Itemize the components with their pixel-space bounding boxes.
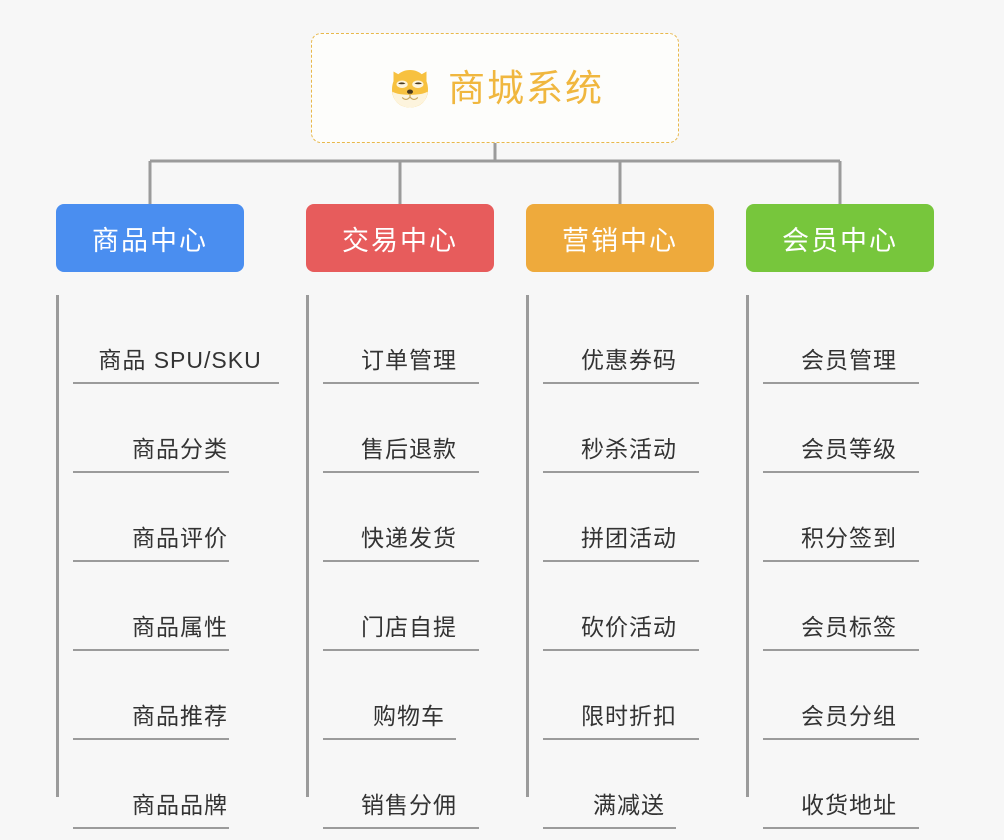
item-label: 销售分佣 [361,792,457,818]
list-item[interactable]: 会员等级 [763,384,934,473]
item-label: 购物车 [373,703,445,729]
list-item[interactable]: 快递发货 [323,473,494,562]
item-label: 限时折扣 [581,703,677,729]
branch-trade-center: 交易中心 订单管理 售后退款 快递发货 门店自提 购物车 [306,204,494,829]
branch-header-3[interactable]: 会员中心 [746,204,934,272]
list-item[interactable]: 积分签到 [763,473,934,562]
item-underline [543,738,699,740]
branch-items-2: 优惠券码 秒杀活动 拼团活动 砍价活动 限时折扣 满减送 [526,295,714,829]
item-underline [73,738,229,740]
list-item[interactable]: 销售分佣 [323,740,494,829]
branch-items-1: 订单管理 售后退款 快递发货 门店自提 购物车 销售分佣 [306,295,494,829]
item-label: 拼团活动 [581,525,677,551]
item-label: 门店自提 [361,614,457,640]
item-underline [73,382,279,384]
list-item[interactable]: 拼团活动 [543,473,714,562]
item-label: 砍价活动 [581,614,677,640]
item-underline [323,560,479,562]
branch-items-0: 商品 SPU/SKU 商品分类 商品评价 商品属性 商品推荐 商品品牌 [56,295,286,829]
item-underline [323,471,479,473]
list-item[interactable]: 秒杀活动 [543,384,714,473]
item-underline [763,649,919,651]
item-underline [543,471,699,473]
branch-header-2[interactable]: 营销中心 [526,204,714,272]
list-item[interactable]: 售后退款 [323,384,494,473]
list-item[interactable]: 门店自提 [323,562,494,651]
item-underline [73,560,229,562]
item-underline [323,382,479,384]
list-item[interactable]: 会员标签 [763,562,934,651]
item-label: 优惠券码 [581,347,677,373]
item-underline [763,827,919,829]
list-item[interactable]: 砍价活动 [543,562,714,651]
item-label: 商品 SPU/SKU [98,347,262,373]
list-item[interactable]: 满减送 [543,740,714,829]
branch-items-3: 会员管理 会员等级 积分签到 会员标签 会员分组 收货地址 [746,295,934,829]
item-underline [73,827,229,829]
list-item[interactable]: 收货地址 [763,740,934,829]
item-label: 商品分类 [132,436,228,462]
list-item[interactable]: 订单管理 [323,295,494,384]
list-item[interactable]: 商品推荐 [73,651,286,740]
item-label: 会员标签 [801,614,897,640]
root-node[interactable]: 商城系统 [311,33,679,143]
list-item[interactable]: 会员分组 [763,651,934,740]
list-item[interactable]: 商品评价 [73,473,286,562]
item-label: 商品品牌 [132,792,228,818]
item-label: 商品评价 [132,525,228,551]
list-item[interactable]: 优惠券码 [543,295,714,384]
item-label: 积分签到 [801,525,897,551]
item-underline [323,738,456,740]
list-item[interactable]: 商品品牌 [73,740,286,829]
item-underline [543,649,699,651]
root-title: 商城系统 [448,67,604,109]
branch-header-1[interactable]: 交易中心 [306,204,494,272]
branch-product-center: 商品中心 商品 SPU/SKU 商品分类 商品评价 商品属性 商品推荐 [56,204,286,829]
list-item[interactable]: 商品 SPU/SKU [73,295,286,384]
list-item[interactable]: 商品属性 [73,562,286,651]
item-label: 订单管理 [361,347,457,373]
branch-marketing-center: 营销中心 优惠券码 秒杀活动 拼团活动 砍价活动 限时折扣 [526,204,714,829]
item-label: 会员等级 [801,436,897,462]
item-label: 商品属性 [132,614,228,640]
list-item[interactable]: 会员管理 [763,295,934,384]
item-underline [543,382,699,384]
item-label: 收货地址 [801,792,897,818]
item-underline [543,560,699,562]
list-item[interactable]: 购物车 [323,651,494,740]
item-underline [763,471,919,473]
item-label: 会员分组 [801,703,897,729]
list-item[interactable]: 商品分类 [73,384,286,473]
list-item[interactable]: 限时折扣 [543,651,714,740]
item-underline [763,560,919,562]
branch-member-center: 会员中心 会员管理 会员等级 积分签到 会员标签 会员分组 [746,204,934,829]
item-label: 商品推荐 [132,703,228,729]
item-underline [543,827,676,829]
branch-header-0[interactable]: 商品中心 [56,204,244,272]
item-label: 满减送 [593,792,665,818]
item-label: 会员管理 [801,347,897,373]
item-underline [73,649,229,651]
item-label: 售后退款 [361,436,457,462]
item-underline [73,471,229,473]
shiba-dog-icon [392,70,428,108]
item-label: 快递发货 [361,525,457,551]
item-underline [323,827,479,829]
item-label: 秒杀活动 [581,436,677,462]
item-underline [763,738,919,740]
item-underline [763,382,919,384]
item-underline [323,649,479,651]
